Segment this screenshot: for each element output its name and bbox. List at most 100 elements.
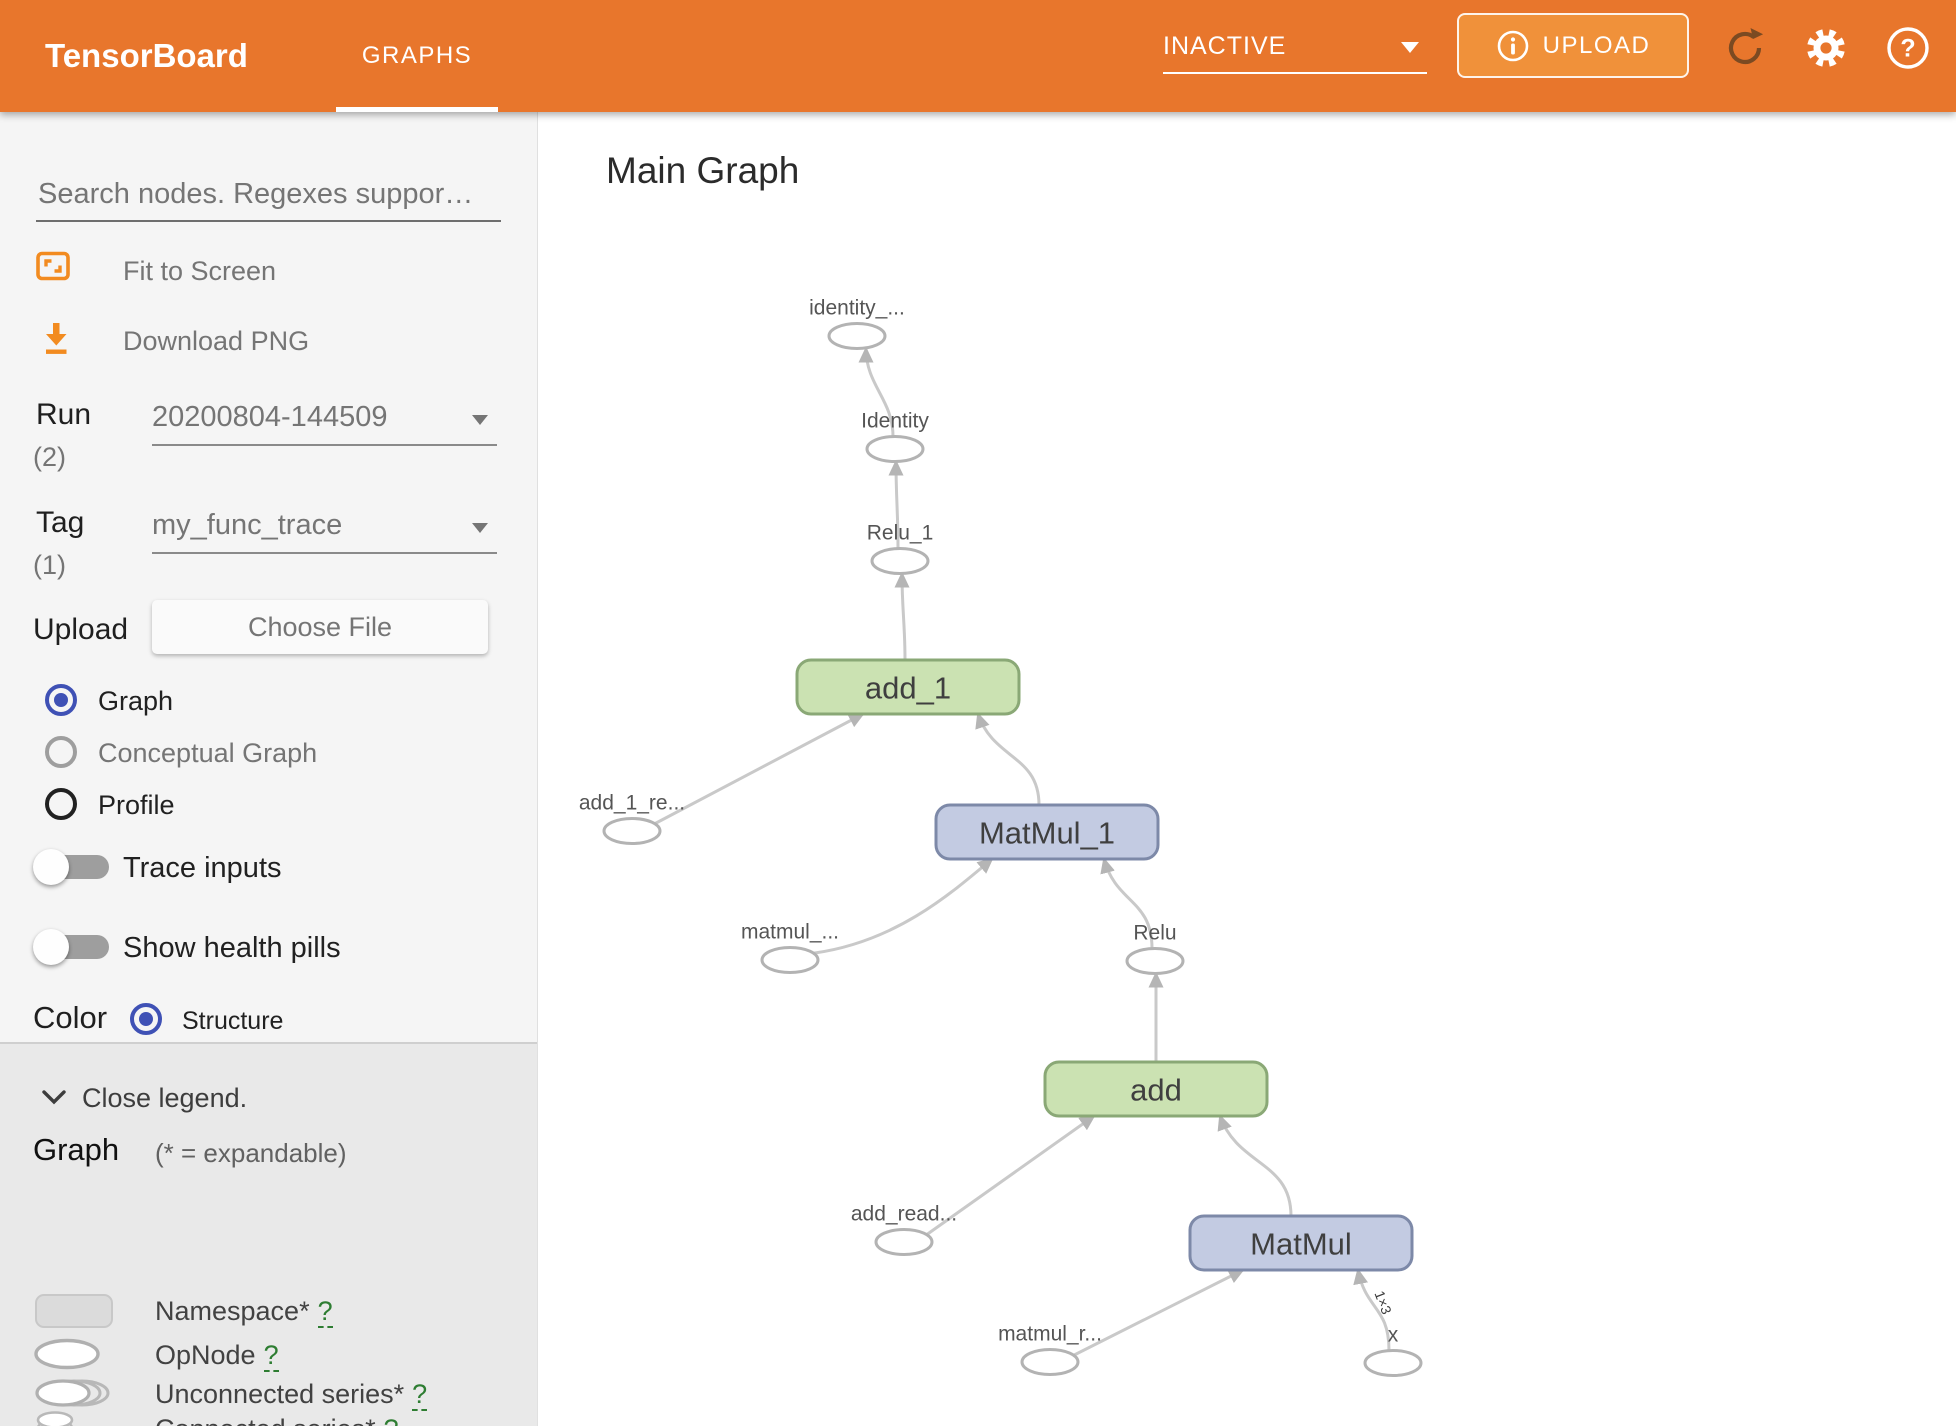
status-dropdown[interactable]: INACTIVE <box>1163 20 1427 74</box>
search-input[interactable] <box>36 168 501 222</box>
graph-node-add_read[interactable]: add_read... <box>851 1203 957 1256</box>
main-graph-title: Main Graph <box>606 150 800 191</box>
graph-node-MatMul[interactable]: MatMul <box>1188 1214 1414 1272</box>
namespace-icon <box>35 1294 113 1328</box>
tab-active-underline <box>336 107 498 112</box>
tag-label: Tag <box>36 506 85 539</box>
fit-to-screen-button[interactable]: Fit to Screen <box>123 256 277 286</box>
info-icon <box>1497 30 1528 61</box>
graph-edge-add_read-add <box>925 1114 1096 1237</box>
opnode-icon <box>34 1338 100 1370</box>
run-label: Run <box>36 398 92 431</box>
toggle-knob <box>33 929 69 965</box>
upload-section-label: Upload <box>33 613 129 646</box>
legend-item-namespace: Namespace*? <box>155 1296 333 1328</box>
help-icon[interactable]: ? <box>1886 26 1930 70</box>
legend-item-connected-series: Connected series*? <box>155 1414 399 1426</box>
graph-node-label: Identity <box>861 410 929 433</box>
app-header: TensorBoard GRAPHS INACTIVE UPLOAD <box>0 0 1956 112</box>
graph-node-Relu[interactable]: Relu <box>1125 922 1185 975</box>
graph-node-Identity[interactable]: Identity <box>861 410 929 463</box>
radio-conceptual-graph[interactable] <box>45 736 77 768</box>
chevron-down-icon[interactable] <box>42 1090 66 1105</box>
upload-button[interactable]: UPLOAD <box>1457 13 1689 78</box>
legend-item-label: Connected series* <box>155 1414 376 1426</box>
radio-conceptual-graph-label[interactable]: Conceptual Graph <box>98 738 318 768</box>
legend-title: Graph <box>33 1132 120 1167</box>
graph-node-label: MatMul <box>1250 1227 1352 1262</box>
connected-series-icon <box>36 1411 74 1426</box>
graph-edge-Relu-MatMul_1 <box>1100 857 1154 949</box>
graph-node-label: x <box>1388 1324 1399 1347</box>
run-dropdown-value[interactable]: 20200804-144509 <box>152 401 388 433</box>
download-icon <box>46 323 67 354</box>
legend-panel: Close legend. Graph (* = expandable) Nam… <box>0 1044 537 1426</box>
chevron-down-icon <box>1401 42 1419 53</box>
fit-to-screen-icon <box>36 251 70 281</box>
show-health-pills-label: Show health pills <box>123 932 341 964</box>
graph-node-MatMul_1[interactable]: MatMul_1 <box>934 803 1160 861</box>
tensorboard-logo: TensorBoard <box>45 37 248 74</box>
sidebar: Fit to Screen Download PNG Run (2) 20200… <box>0 112 538 1426</box>
radio-profile-label[interactable]: Profile <box>98 790 175 820</box>
graph-node-x[interactable]: x <box>1363 1324 1423 1377</box>
graph-node-label: Relu_1 <box>867 522 934 545</box>
graph-node-add_1[interactable]: add_1 <box>795 658 1021 716</box>
unconnected-series-icon <box>35 1379 110 1407</box>
status-dropdown-value: INACTIVE <box>1163 31 1287 60</box>
graph-edge-add_1-Relu_1 <box>894 571 910 661</box>
connected-series-help-link[interactable]: ? <box>383 1414 399 1426</box>
run-dropdown-caret-icon[interactable] <box>472 415 488 425</box>
tag-count: (1) <box>33 550 66 580</box>
legend-item-label: Unconnected series* <box>155 1379 405 1409</box>
graph-edge-matmul_r-MatMul <box>1073 1268 1245 1357</box>
legend-item-label: Namespace* <box>155 1296 310 1326</box>
graph-node-label: identity_... <box>809 297 905 320</box>
sidebar-divider <box>0 1042 537 1044</box>
trace-inputs-toggle[interactable] <box>33 848 109 886</box>
radio-graph[interactable] <box>45 684 77 716</box>
color-label: Color <box>33 1000 108 1035</box>
radio-color-structure[interactable] <box>130 1003 162 1035</box>
legend-subtitle: (* = expandable) <box>155 1138 347 1168</box>
unconnected-series-help-link[interactable]: ? <box>412 1379 428 1411</box>
radio-profile[interactable] <box>45 788 77 820</box>
graph-node-Relu_1[interactable]: Relu_1 <box>867 522 934 575</box>
show-health-pills-toggle[interactable] <box>33 928 109 966</box>
tag-dropdown-caret-icon[interactable] <box>472 523 488 533</box>
legend-item-unconnected-series: Unconnected series*? <box>155 1379 428 1411</box>
graph-edge-Relu_1-Identity <box>888 459 904 549</box>
radio-graph-label[interactable]: Graph <box>98 686 174 716</box>
graph-node-matmul_[interactable]: matmul_... <box>741 921 839 974</box>
graph-node-label: add_1 <box>865 671 951 706</box>
graph-edge-x-MatMul <box>1353 1268 1391 1351</box>
graph-edge-add_1_re-add_1 <box>653 712 865 826</box>
namespace-help-link[interactable]: ? <box>317 1296 333 1328</box>
opnode-help-link[interactable]: ? <box>263 1340 279 1372</box>
close-legend-button[interactable]: Close legend. <box>82 1083 248 1113</box>
gear-icon[interactable] <box>1804 26 1848 70</box>
graph-node-label: add_1_re... <box>579 792 685 815</box>
choose-file-button[interactable]: Choose File <box>152 600 488 654</box>
graph-edge-MatMul-add <box>1217 1114 1293 1217</box>
refresh-icon[interactable] <box>1723 26 1767 70</box>
upload-button-label: UPLOAD <box>1542 31 1651 59</box>
toggle-knob <box>33 849 69 885</box>
tab-graphs[interactable]: GRAPHS <box>361 42 473 69</box>
download-png-button[interactable]: Download PNG <box>123 326 310 356</box>
graph-node-label: add <box>1130 1073 1182 1108</box>
graph-edge-MatMul_1-add_1 <box>975 712 1041 806</box>
graph-node-add[interactable]: add <box>1043 1060 1269 1118</box>
graph-node-label: matmul_r... <box>998 1323 1102 1346</box>
radio-color-structure-label[interactable]: Structure <box>182 1007 284 1035</box>
graph-node-label: matmul_... <box>741 921 839 944</box>
graph-node-identity_RetVal[interactable]: identity_... <box>809 297 905 350</box>
graph-node-matmul_r[interactable]: matmul_r... <box>998 1323 1102 1376</box>
tag-dropdown-value[interactable]: my_func_trace <box>152 509 343 541</box>
graph-node-add_1_re[interactable]: add_1_re... <box>579 792 685 845</box>
graph-node-label: MatMul_1 <box>979 816 1115 851</box>
legend-item-opnode: OpNode? <box>155 1340 279 1372</box>
svg-text:?: ? <box>1900 35 1915 63</box>
